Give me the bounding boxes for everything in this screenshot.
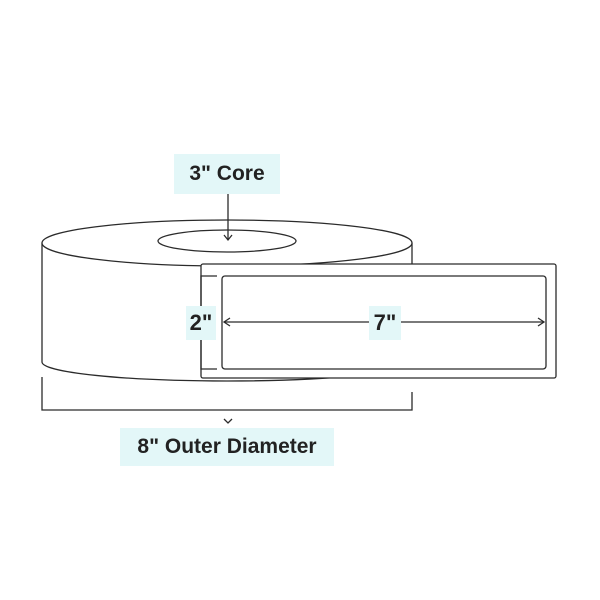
width-arrowhead-left [222,317,231,327]
roll-core-hole [157,229,297,253]
width-arrowhead-right [537,317,546,327]
outer-diameter-label: 8" Outer Diameter [120,428,334,466]
label-height-label: 2" [186,306,216,340]
diameter-center-tick [223,418,233,424]
core-size-label: 3" Core [174,154,280,194]
core-pointer-arrowhead [223,234,233,242]
label-width-label: 7" [369,306,401,340]
diameter-dimension-bracket [41,377,413,411]
